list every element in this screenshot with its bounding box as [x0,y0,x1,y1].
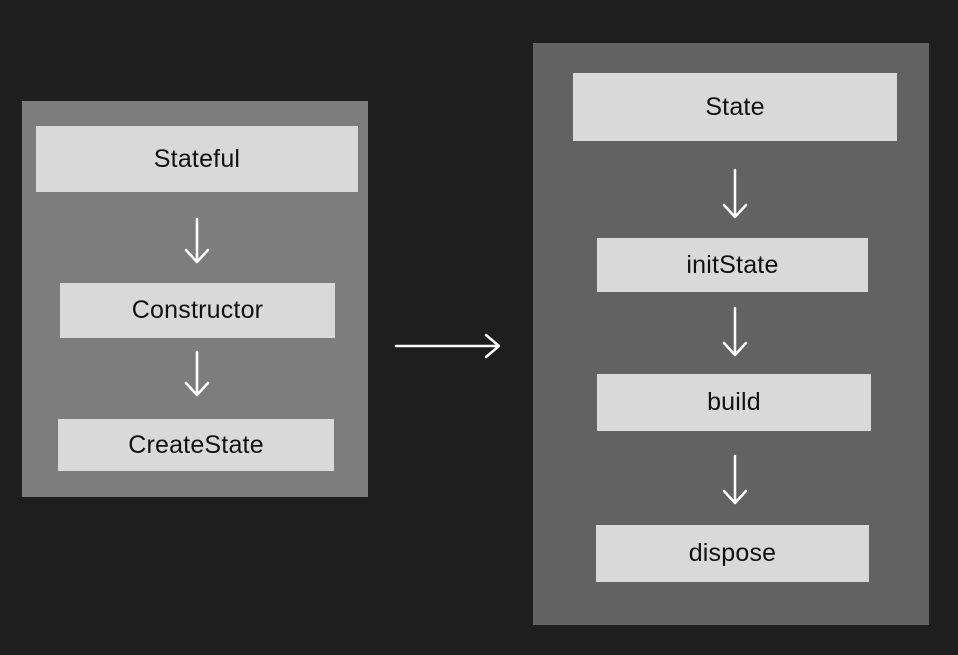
node-state: State [573,73,897,141]
node-build: build [597,374,871,431]
state-object-panel: State initState build dispose [533,43,929,625]
node-createstate: CreateState [58,419,334,471]
node-constructor: Constructor [60,283,335,338]
arrow-stateful-to-constructor-icon [184,217,210,264]
arrow-leftpanel-to-rightpanel-icon [394,333,501,359]
arrow-state-to-initstate-icon [722,168,748,219]
node-initstate: initState [597,238,868,292]
arrow-build-to-dispose-icon [722,454,748,505]
arrow-initstate-to-build-icon [722,306,748,357]
stateful-widget-panel: Stateful Constructor CreateState [22,101,368,497]
node-dispose: dispose [596,525,869,582]
arrow-constructor-to-createstate-icon [184,350,210,397]
node-stateful: Stateful [36,126,358,192]
